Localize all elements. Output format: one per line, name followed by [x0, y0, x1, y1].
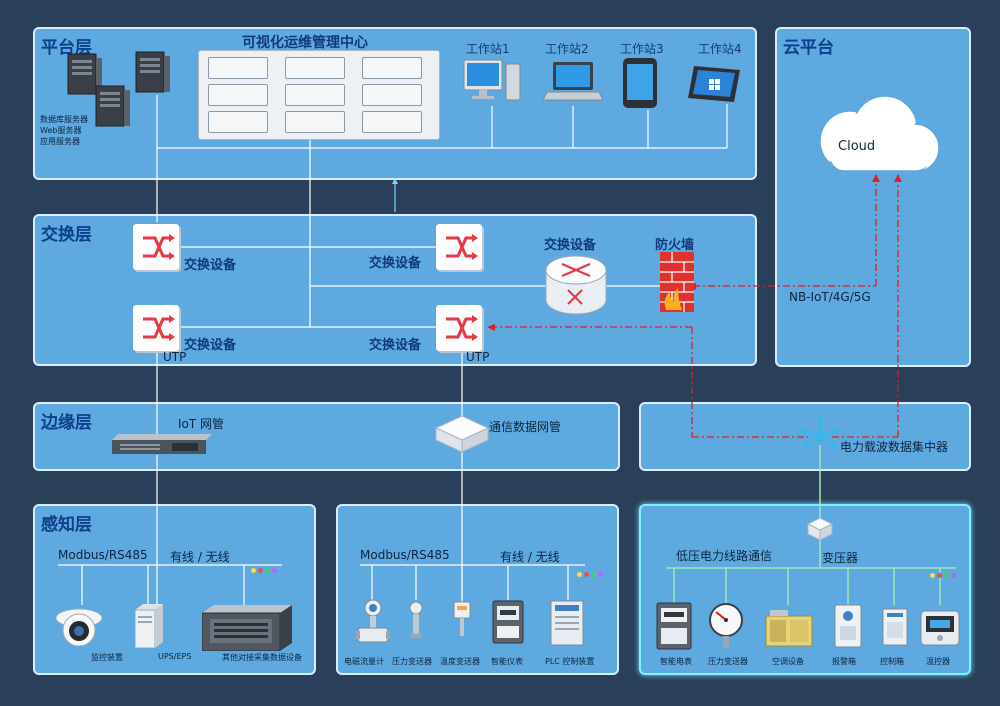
firewall-label: 防火墙: [655, 238, 695, 253]
device-label-monitor: 监控装置: [91, 653, 123, 662]
iot-gateway-device-icon: [112, 434, 212, 454]
device-label-alarm-box: 报警箱: [832, 657, 856, 666]
device-label-thermostat: 温控器: [926, 657, 950, 666]
industrial-pc-icon: [202, 605, 292, 651]
cloud-layer-panel: 云平台: [775, 27, 971, 367]
workstation-label-3: 工作站3: [620, 42, 664, 56]
comm-gateway-device-icon: [434, 415, 490, 453]
edge-layer-panel: 边缘层: [33, 402, 620, 471]
plc-line-label: 低压电力线路通信: [676, 549, 773, 563]
server-rack-icon: [135, 51, 170, 93]
cloud-label: Cloud: [838, 139, 876, 154]
iot-gateway-label: IoT 网管: [178, 417, 225, 431]
dashboard-screen: [285, 84, 345, 106]
dashboard-screen: [362, 57, 422, 79]
windows-tablet-icon: [688, 66, 740, 102]
server-rack-icon: [95, 85, 130, 127]
dashboard-screen: [285, 111, 345, 133]
workstation-label-1: 工作站1: [466, 42, 510, 56]
switch-label: 交换设备: [369, 338, 422, 353]
firewall-icon: [660, 252, 694, 312]
switch-label: 交换设备: [184, 338, 237, 353]
pressure-gauge-icon: [709, 603, 743, 648]
plc-cabinet-icon: [550, 600, 584, 646]
cloud-layer-title: 云平台: [783, 38, 834, 58]
laptop-icon: [543, 62, 603, 101]
edge-layer-title: 边缘层: [41, 413, 92, 433]
alarm-box-icon: [834, 604, 862, 648]
electric-meter-icon: [656, 602, 692, 650]
dashboard-screen: [285, 57, 345, 79]
device-label-ac: 空调设备: [772, 657, 804, 666]
flowmeter-icon: [356, 599, 390, 643]
device-label-electric-meter: 智能电表: [660, 657, 692, 666]
switch-label: 交换设备: [369, 256, 422, 271]
exchange-layer-title: 交换层: [41, 225, 92, 245]
status-dots: [577, 562, 605, 581]
utp-label-left: UTP: [163, 350, 187, 364]
wired-wireless-label-mid: 有线 / 无线: [500, 550, 560, 564]
device-label-flowmeter: 电磁流量计: [344, 657, 384, 666]
ups-icon: [135, 604, 163, 648]
server-label-app: 应用服务器: [40, 137, 80, 146]
platform-layer-title: 平台层: [41, 38, 92, 58]
device-label-control-box: 控制箱: [880, 657, 904, 666]
utp-label-right: UTP: [466, 350, 490, 364]
switch-icon: [436, 305, 482, 351]
status-dots: [930, 563, 958, 582]
temperature-transmitter-icon: [453, 601, 471, 636]
dashboard-screen: [208, 84, 268, 106]
plc-concentrator-icon: [801, 418, 839, 449]
desktop-computer-icon: [463, 59, 521, 101]
air-conditioner-icon: [765, 610, 813, 647]
dashboard-screen: [208, 57, 268, 79]
device-label-plc: PLC 控制装置: [545, 657, 595, 666]
device-label-smart-instrument: 智能仪表: [491, 657, 523, 666]
server-rack-icon: [67, 53, 102, 95]
smart-meter-icon: [492, 600, 524, 644]
device-label-ups: UPS/EPS: [158, 652, 192, 661]
control-box-icon: [882, 608, 908, 646]
status-dots: [251, 558, 279, 577]
device-label-other: 其他对接采集数据设备: [222, 653, 302, 662]
workstation-label-4: 工作站4: [698, 42, 742, 56]
switch-label: 交换设备: [184, 258, 237, 273]
tablet-icon: [623, 58, 657, 108]
workstation-label-2: 工作站2: [545, 42, 589, 56]
perception-mid-panel: [336, 504, 619, 675]
pressure-transmitter-icon: [409, 601, 423, 638]
camera-icon: [55, 608, 103, 647]
dashboard-screen: [208, 111, 268, 133]
device-label-temperature: 温度变送器: [440, 657, 480, 666]
thermostat-icon: [920, 610, 960, 646]
device-label-pressure-gauge: 压力变送器: [708, 657, 748, 666]
switch-icon: [133, 305, 179, 351]
router-icon: [545, 255, 607, 315]
modbus-label-mid: Modbus/RS485: [360, 548, 450, 562]
router-label: 交换设备: [544, 238, 597, 253]
dashboard-screen: [362, 84, 422, 106]
switch-icon: [436, 224, 482, 270]
wired-wireless-label-left: 有线 / 无线: [170, 550, 230, 564]
dashboard-screen: [362, 111, 422, 133]
perception-layer-title: 感知层: [41, 515, 92, 535]
transformer-label: 变压器: [822, 551, 859, 565]
modbus-label-left: Modbus/RS485: [58, 548, 148, 562]
comm-gateway-label: 通信数据网管: [489, 420, 562, 434]
device-label-pressure: 压力变送器: [392, 657, 432, 666]
network-link-label: NB-IoT/4G/5G: [789, 290, 871, 304]
plc-concentrator-label: 电力载波数据集中器: [840, 440, 949, 454]
switch-icon: [133, 224, 179, 270]
server-label-db: 数据库服务器: [40, 115, 88, 124]
management-center-title: 可视化运维管理中心: [242, 35, 368, 51]
server-label-web: Web服务器: [40, 126, 82, 135]
cloud-icon: [819, 95, 940, 173]
transformer-icon: [806, 517, 834, 541]
